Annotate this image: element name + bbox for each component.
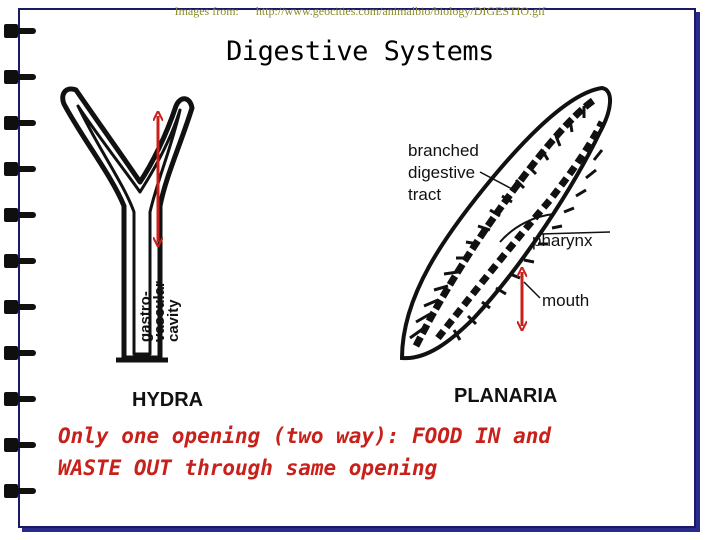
mouth-pointer xyxy=(523,281,541,299)
planaria-body xyxy=(399,85,612,361)
branched-tract-pointer xyxy=(479,171,515,191)
planaria-pharynx xyxy=(499,213,555,243)
caption-line2: WASTE OUT through same opening xyxy=(58,456,438,480)
mouth-label: mouth xyxy=(542,291,589,310)
caption-line1: Only one opening (two way): FOOD IN and xyxy=(58,424,552,448)
binding-ring xyxy=(4,162,36,176)
cavity-label-line2: vascular xyxy=(151,281,168,342)
planaria-label: PLANARIA xyxy=(454,385,557,407)
binding-ring xyxy=(4,254,36,268)
binding-ring xyxy=(4,346,36,360)
binding-ring xyxy=(4,24,36,38)
source-url: http://www.geocities.com/animalbio/biolo… xyxy=(255,4,546,18)
binding-ring xyxy=(4,392,36,406)
binding-ring xyxy=(4,208,36,222)
caption: Only one opening (two way): FOOD IN and … xyxy=(58,420,688,484)
source-prefix: Images from: xyxy=(174,4,239,18)
image-source-credit: Images from: http://www.geocities.com/an… xyxy=(0,4,720,19)
hydra-label: HYDRA xyxy=(132,389,203,411)
digestive-diagram: gastro- vascular cavity HYDRA branched d… xyxy=(60,85,612,411)
hydra-cavity-label: gastro- vascular cavity xyxy=(137,281,182,342)
hydra-inner-cavity xyxy=(76,104,182,356)
hydra-illustration: gastro- vascular cavity HYDRA xyxy=(60,86,203,411)
binding-ring xyxy=(4,484,36,498)
planaria-illustration: branched digestive tract pharynx mouth P… xyxy=(399,85,612,407)
planaria-gut-trunk-right xyxy=(435,120,606,341)
page-title: Digestive Systems xyxy=(226,36,494,67)
branched-label-line2: digestive xyxy=(408,163,475,182)
cavity-label-line3: cavity xyxy=(165,299,182,342)
branched-label-line3: tract xyxy=(408,185,441,204)
branched-label-line1: branched xyxy=(408,141,479,160)
binding-ring xyxy=(4,300,36,314)
pharynx-pointer xyxy=(539,231,611,235)
binding-ring xyxy=(4,438,36,452)
pharynx-label: pharynx xyxy=(532,231,593,250)
binding-ring xyxy=(4,70,36,84)
cavity-label-line1: gastro- xyxy=(137,291,154,342)
planaria-gut-branches xyxy=(409,106,604,341)
binding-ring xyxy=(4,116,36,130)
